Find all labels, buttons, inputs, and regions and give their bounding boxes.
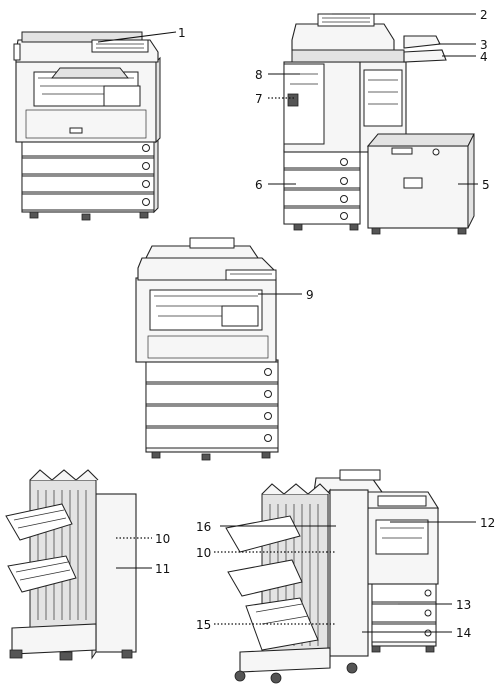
callout-10a: 10	[155, 532, 170, 546]
callout-15: 15	[196, 618, 211, 632]
callout-1: 1	[178, 26, 186, 40]
callout-6: 6	[255, 178, 263, 192]
callout-7: 7	[255, 92, 263, 106]
callout-10b: 10	[196, 546, 211, 560]
callout-3: 3	[480, 38, 488, 52]
leader-1	[97, 31, 177, 43]
copier-machine-b	[283, 13, 475, 235]
callout-9: 9	[306, 288, 314, 302]
callout-8: 8	[255, 68, 263, 82]
callout-5: 5	[482, 178, 490, 192]
callout-11: 11	[155, 562, 170, 576]
copier-machine-c	[135, 237, 279, 461]
callout-16: 16	[196, 520, 211, 534]
callout-lines	[97, 13, 478, 633]
copier-machine-a	[13, 31, 161, 221]
callout-12: 12	[480, 516, 495, 530]
copier-with-finisher-machine-e	[225, 469, 439, 684]
callout-numbers: 1 2 3 4 5 6 7 8 9 10 11 16 12 10 13 15 1…	[155, 8, 495, 640]
callout-4: 4	[480, 50, 488, 64]
callout-13: 13	[456, 598, 471, 612]
finisher-machine-d	[5, 469, 137, 661]
callout-2: 2	[480, 8, 488, 22]
callout-14: 14	[456, 626, 471, 640]
